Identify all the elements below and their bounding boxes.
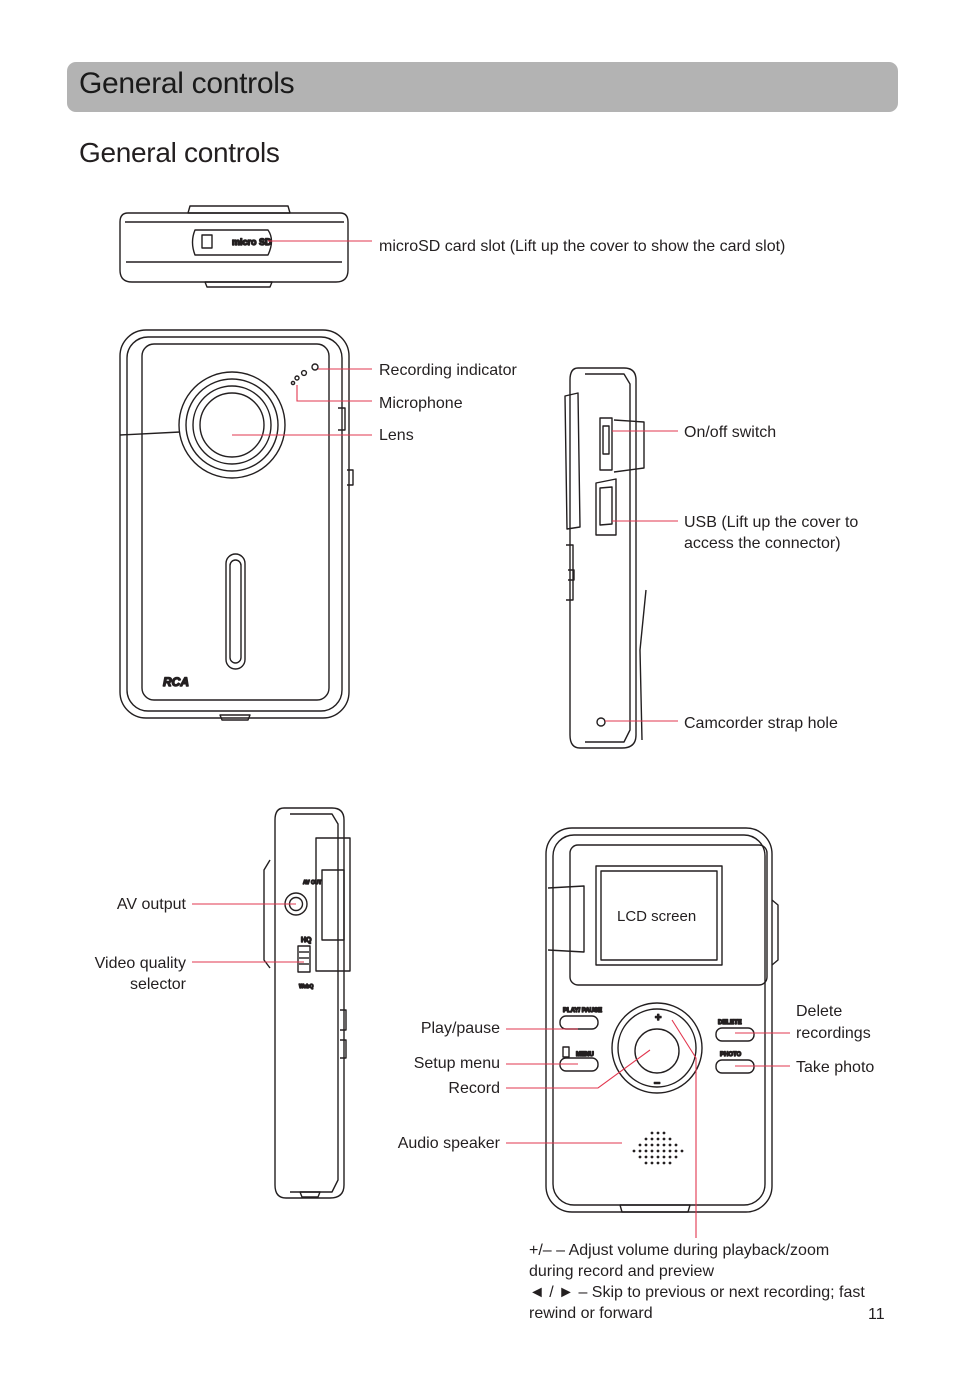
- callout-onoff-switch: On/off switch: [684, 424, 777, 441]
- av-out-label: AV OUT: [303, 880, 322, 886]
- callout-video-quality-line1: Video quality: [94, 955, 186, 972]
- callout-play-pause: Play/pause: [420, 1020, 500, 1037]
- callout-audio-speaker: Audio speaker: [397, 1135, 500, 1152]
- callout-recording-indicator: Recording indicator: [379, 362, 517, 379]
- callout-delete-line1: Delete: [796, 1003, 843, 1020]
- leader-lines: [192, 240, 790, 1238]
- callout-lens: Lens: [379, 427, 414, 444]
- delete-button-label: DELETE: [718, 1020, 742, 1026]
- photo-button-label: PHOTO: [720, 1052, 742, 1058]
- callout-usb-line2: access the connector): [684, 535, 841, 552]
- callout-delete-line2: recordings: [796, 1025, 871, 1042]
- camcorder-top-view: [119, 205, 349, 288]
- callout-microsd-slot: microSD card slot (Lift up the cover to …: [379, 238, 786, 255]
- callout-setup-menu: Setup menu: [413, 1055, 500, 1072]
- chapter-title: General controls: [79, 67, 295, 100]
- callout-usb-line1: USB (Lift up the cover to: [684, 514, 859, 531]
- volume-plus-mark: +: [655, 1012, 661, 1024]
- callout-take-photo: Take photo: [796, 1059, 875, 1076]
- chapter-header-bar: General controls: [67, 62, 898, 112]
- rca-logo: RCA: [163, 675, 189, 689]
- callout-av-output: AV output: [116, 896, 186, 913]
- page-number: 11: [868, 1306, 885, 1323]
- camcorder-side-view-right: [564, 367, 647, 749]
- webq-label: WebQ: [299, 984, 313, 990]
- callout-microphone: Microphone: [379, 395, 463, 412]
- menu-button-label: MENU: [576, 1052, 594, 1058]
- callout-strap-hole: Camcorder strap hole: [684, 715, 838, 732]
- callout-record: Record: [448, 1080, 500, 1097]
- callout-video-quality-line2: selector: [129, 976, 186, 993]
- lcd-screen-text: LCD screen: [617, 908, 697, 925]
- note-volume-line2: during record and preview: [529, 1263, 714, 1280]
- hq-label: HQ: [301, 937, 312, 944]
- note-skip-line1: ◄ / ► – Skip to previous or next recordi…: [529, 1284, 865, 1301]
- camcorder-side-view-left: [263, 807, 351, 1199]
- speaker-grille: [632, 1131, 684, 1165]
- note-volume-line1: +/– – Adjust volume during playback/zoom: [529, 1242, 830, 1259]
- section-title: General controls: [79, 137, 280, 168]
- volume-minus-mark: –: [654, 1077, 660, 1089]
- play-pause-button-label: PLAY/ PAUSE: [563, 1008, 602, 1014]
- micro-sd-label: micro SD: [232, 237, 272, 247]
- camcorder-back-view: [545, 827, 779, 1213]
- camcorder-front-view: [119, 329, 354, 721]
- note-skip-line2: rewind or forward: [529, 1305, 653, 1322]
